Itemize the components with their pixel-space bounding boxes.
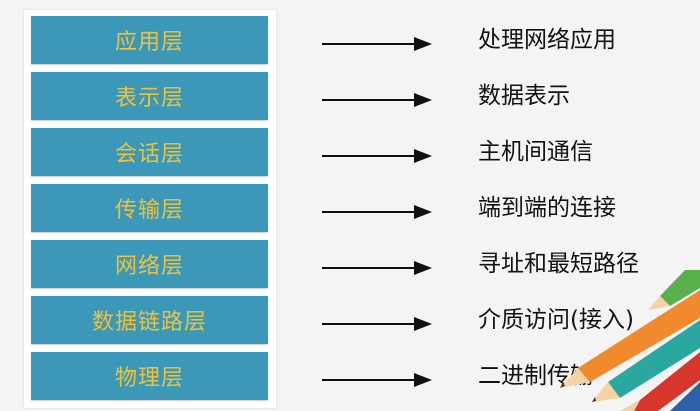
- arrow-transport: [322, 205, 432, 219]
- layer-presentation: 表示层: [31, 72, 268, 120]
- arrow-network: [322, 261, 432, 275]
- pencil-red: [620, 352, 700, 411]
- desc-application: 处理网络应用: [478, 27, 616, 53]
- desc-transport: 端到端的连接: [478, 195, 616, 221]
- pencil-orange: [560, 290, 700, 388]
- layer-session: 会话层: [31, 128, 268, 176]
- desc-session: 主机间通信: [478, 139, 593, 165]
- layer-physical: 物理层: [31, 352, 268, 400]
- colored-pencils-decoration: [560, 270, 700, 411]
- arrow-presentation: [322, 93, 432, 107]
- arrow-physical: [322, 373, 432, 387]
- layer-data-link: 数据链路层: [31, 296, 268, 344]
- desc-presentation: 数据表示: [478, 83, 570, 109]
- arrow-data-link: [322, 317, 432, 331]
- pencil-green: [648, 270, 700, 310]
- arrow-application: [322, 37, 432, 51]
- layer-transport: 传输层: [31, 184, 268, 232]
- layer-application: 应用层: [31, 16, 268, 64]
- desc-network: 寻址和最短路径: [478, 251, 639, 277]
- pencil-teal: [592, 320, 700, 402]
- osi-layer-stack: 应用层 表示层 会话层 传输层 网络层 数据链路层 物理层: [24, 10, 276, 408]
- pencil-blue: [670, 382, 700, 411]
- layer-network: 网络层: [31, 240, 268, 288]
- arrow-session: [322, 149, 432, 163]
- desc-data-link: 介质访问(接入): [478, 307, 634, 333]
